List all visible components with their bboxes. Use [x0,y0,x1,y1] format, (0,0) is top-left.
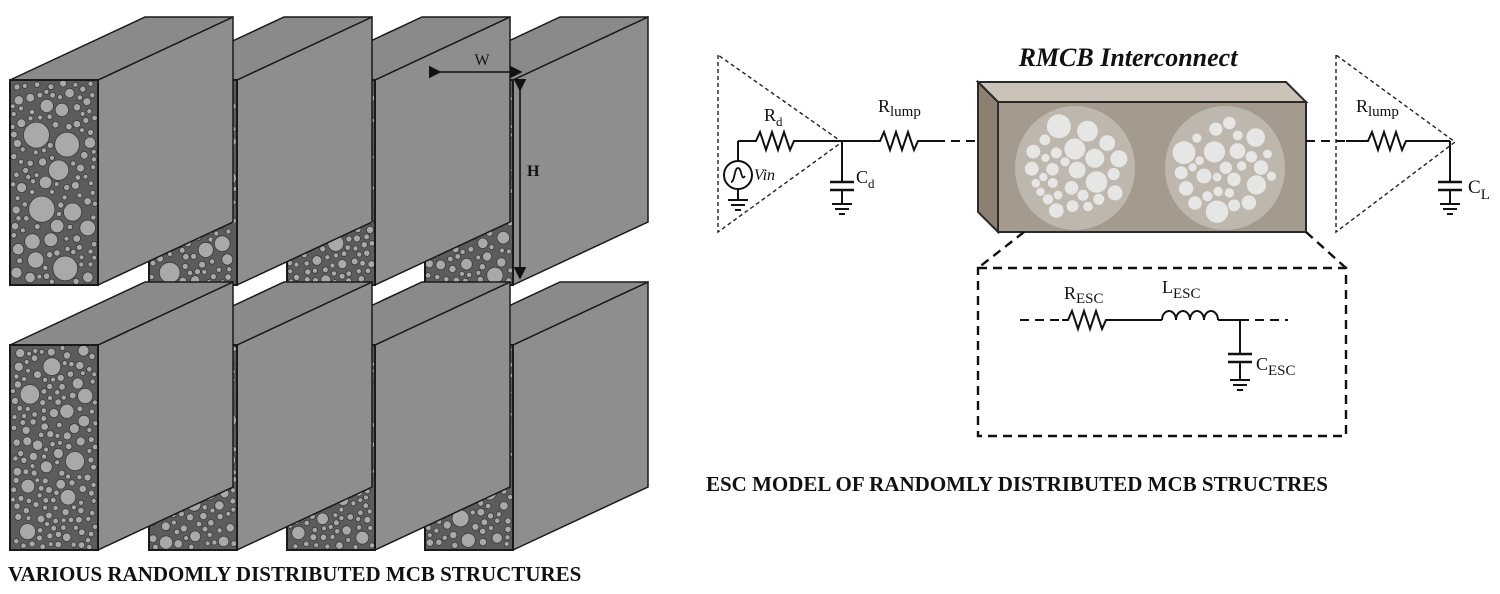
esc-circuit-panel: Vin Rd Cd Rlump [717,43,1490,438]
voltage-source: Vin [723,141,775,211]
mcb-structures-panel [9,15,649,552]
esc-inductor [1161,310,1219,321]
interconnect-title: RMCB Interconnect [1018,43,1239,72]
width-label: W [474,52,490,69]
source-label: Vin [754,167,775,184]
load-capacitor-label: CL [1468,177,1490,203]
height-label: H [527,163,540,180]
mcb-block [9,15,234,287]
load-capacitor: CL [1438,141,1490,215]
rmcb-interconnect-box: RMCB Interconnect [975,43,1309,235]
left-panel-caption: VARIOUS RANDOMLY DISTRIBUTED MCB STRUCTU… [8,562,582,586]
esc-resistor-label: RESC [1064,283,1104,307]
driver-capacitor: Cd [830,141,875,215]
driver-resistor: Rd [738,105,842,154]
driver-buffer [717,53,844,234]
nanotube-bundles [1015,106,1285,230]
lump-resistor-left: Rlump [842,96,978,154]
mcb-block [9,280,234,552]
esc-model-box: RESC LESC CESC [976,266,1348,438]
driver-capacitor-label: Cd [856,167,875,191]
esc-resistor [1062,307,1162,333]
right-panel-caption: ESC MODEL OF RANDOMLY DISTRIBUTED MCB ST… [706,472,1328,496]
esc-capacitor [1228,320,1252,391]
width-dimension: W [428,52,523,79]
esc-inductor-label: LESC [1162,277,1201,302]
load-buffer [1335,53,1457,234]
height-dimension: H [513,78,540,280]
driver-resistor-label: Rd [764,105,783,129]
esc-capacitor-label: CESC [1256,354,1296,379]
lump-resistor-right-label: Rlump [1356,96,1399,120]
lump-resistor-right: Rlump [1346,96,1450,154]
lump-resistor-left-label: Rlump [878,96,921,120]
